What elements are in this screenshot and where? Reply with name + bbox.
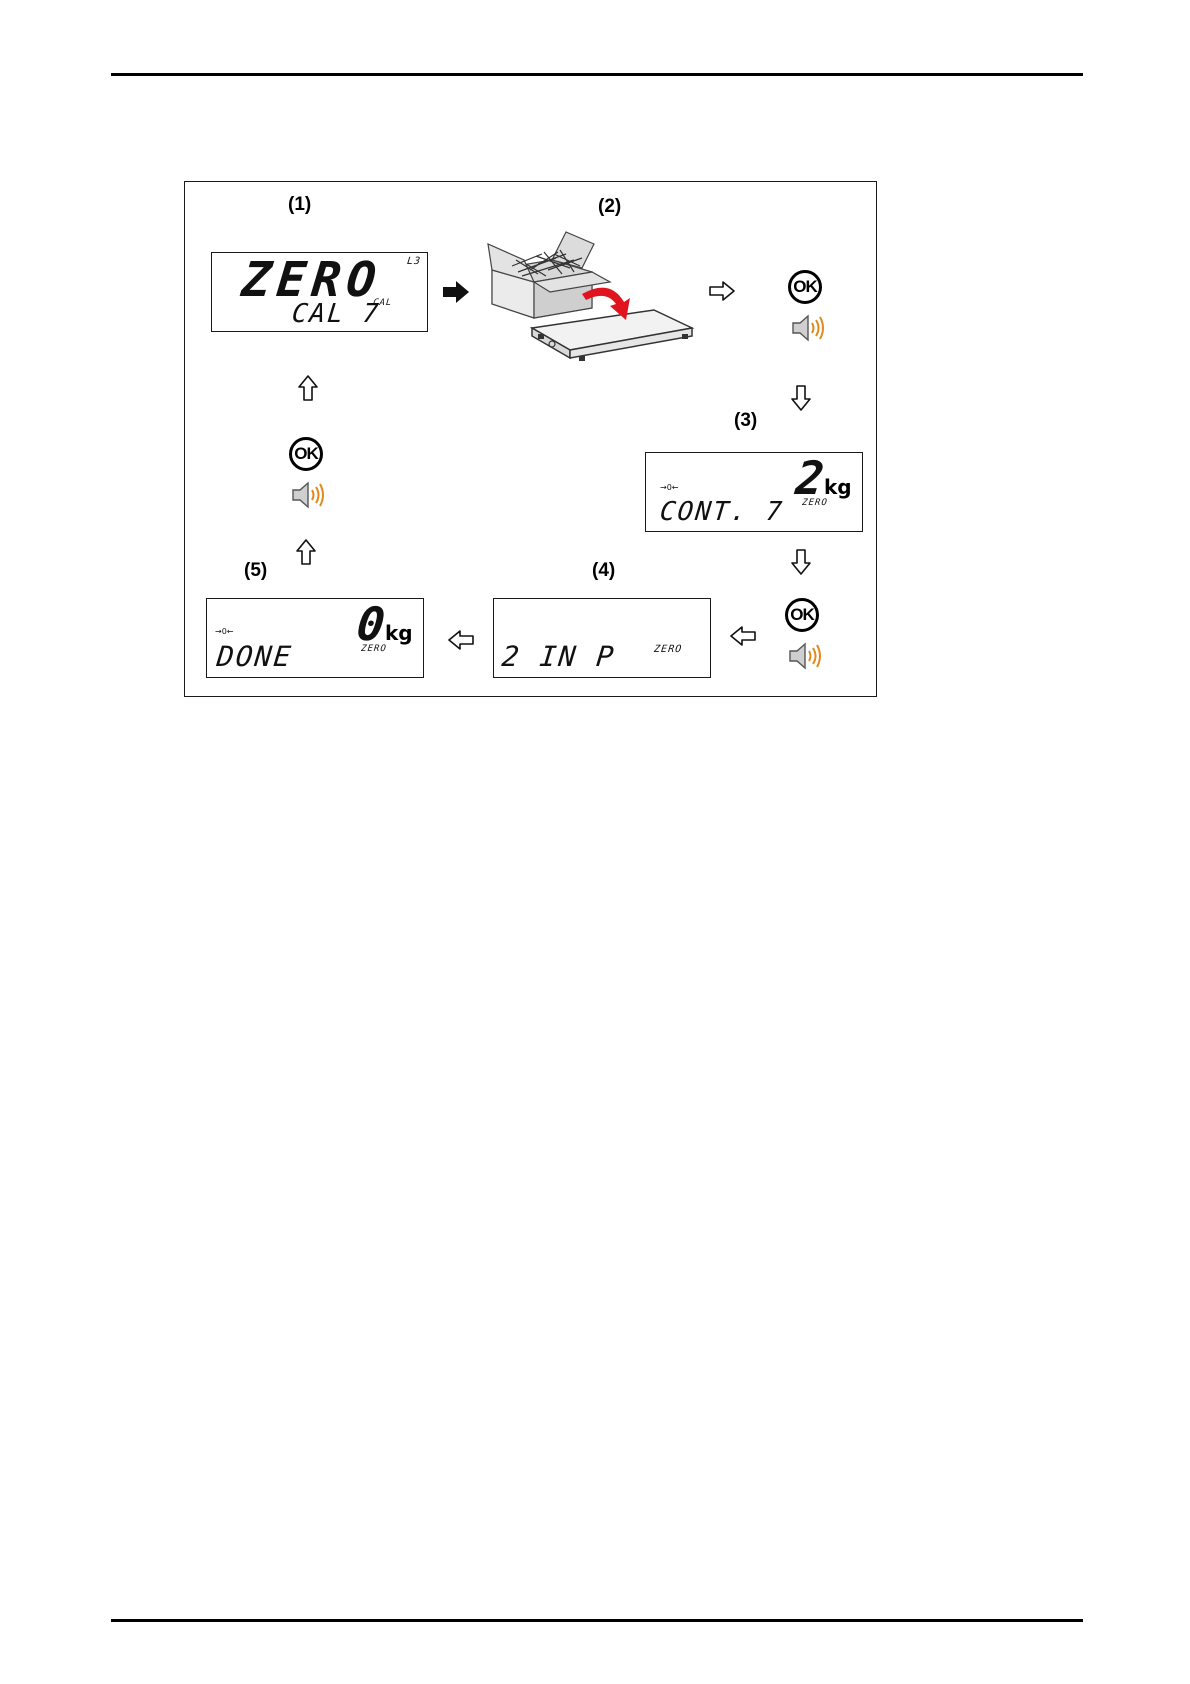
step-label-2: (2) xyxy=(598,197,621,216)
display-5-stable-indicator: →0← xyxy=(215,627,234,636)
ok-button-icon: OK xyxy=(788,270,822,304)
display-3-unit: kg xyxy=(824,475,852,499)
arrow-up-icon xyxy=(295,538,317,566)
step-label-3: (3) xyxy=(734,411,757,430)
solid-arrow-icon xyxy=(442,280,470,304)
display-5-line2: DONE xyxy=(216,643,294,671)
display-1-line1: ZERO xyxy=(239,256,384,304)
display-4: 2 IN P ZERO xyxy=(493,598,711,678)
display-3-annunciator: ZERO xyxy=(802,499,829,508)
ok-button-icon: OK xyxy=(289,437,323,471)
display-3-stable-indicator: →0← xyxy=(660,483,679,492)
display-1: ZERO CAL 7 L3 CAL xyxy=(211,252,428,332)
step-label-5: (5) xyxy=(244,561,267,580)
scale-platform-icon xyxy=(532,310,692,361)
ok-button-icon: OK xyxy=(785,598,819,632)
arrow-left-icon xyxy=(729,625,757,647)
display-1-line2: CAL 7 xyxy=(291,301,382,327)
display-5-unit: kg xyxy=(385,621,413,645)
header-rule xyxy=(111,73,1083,76)
display-4-line2: 2 IN P xyxy=(501,643,617,671)
display-3: 2 kg CONT. 7 ZERO →0← xyxy=(645,452,863,532)
arrow-down-icon xyxy=(790,384,812,412)
display-5-annunciator: ZERO xyxy=(361,645,388,654)
arrow-up-icon xyxy=(297,374,319,402)
display-5: 0 kg DONE ZERO →0← xyxy=(206,598,424,678)
arrow-right-icon xyxy=(708,280,736,302)
speaker-beep-icon xyxy=(290,479,326,511)
display-3-line2: CONT. 7 xyxy=(659,499,785,525)
arrow-down-icon xyxy=(790,548,812,576)
weighted-box-icon xyxy=(488,232,610,318)
speaker-beep-icon xyxy=(787,640,823,672)
display-1-corner: L3 xyxy=(406,257,421,267)
step-label-4: (4) xyxy=(592,561,615,580)
display-4-annunciator: ZERO xyxy=(653,645,682,655)
step-label-1: (1) xyxy=(288,195,311,214)
arrow-left-icon xyxy=(447,629,475,651)
display-1-annunciator: CAL xyxy=(373,299,393,308)
speaker-beep-icon xyxy=(790,312,826,344)
footer-rule xyxy=(111,1619,1083,1622)
box-and-scale-illustration xyxy=(486,224,696,382)
